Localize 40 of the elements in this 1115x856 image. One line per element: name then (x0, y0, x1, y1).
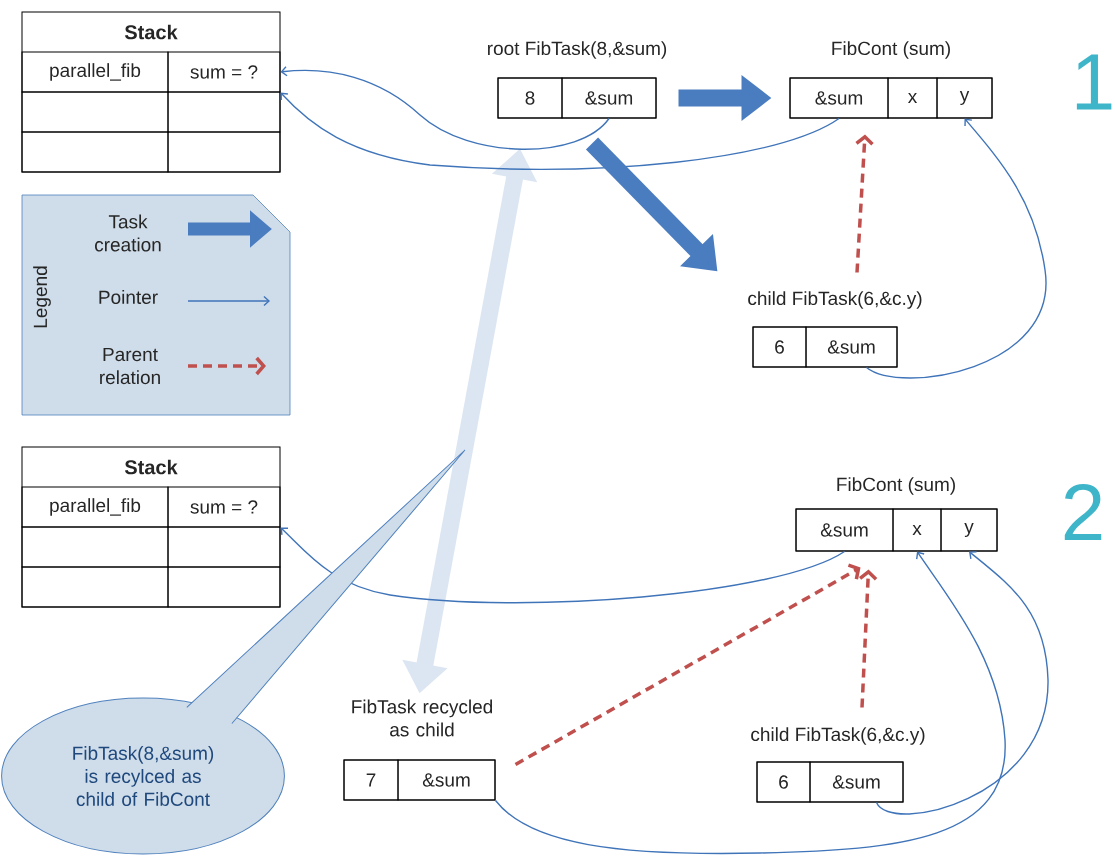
arrow (280, 66, 610, 150)
field-cell: 8 (497, 77, 563, 119)
field-cell: 6 (756, 761, 811, 803)
field-cell: 7 (343, 759, 399, 801)
arrow (494, 551, 1006, 855)
field-cell: y (936, 77, 993, 119)
field-cell: x (892, 508, 942, 552)
field-cell: 6 (752, 326, 807, 368)
field-cell: &sum (789, 77, 889, 119)
arrow (865, 118, 1046, 379)
field-cell: &sum (805, 326, 898, 368)
node-label: FibCont (sum) (837, 477, 955, 495)
dashed-arrow (514, 563, 861, 767)
legend-label: Pointer (99, 290, 158, 304)
step-number: 1 (1076, 54, 1112, 110)
field-cell: sum = ? (167, 51, 281, 93)
field-cell: y (940, 508, 998, 552)
node-label: child FibTask(6,&c.y) (748, 291, 922, 309)
legend-title: Legend (33, 266, 51, 328)
legend-label: Task creation (95, 214, 161, 252)
field-cell: parallel_fib (21, 486, 169, 528)
field-cell: &sum (795, 508, 894, 552)
step-number: 2 (1064, 484, 1102, 540)
node-label: root FibTask(8,&sum) (487, 41, 667, 59)
callout-bubble: FibTask(8,&sum) is recylced as child of FibCont (1, 697, 285, 855)
field-cell: sum = ? (167, 486, 281, 528)
node-label: FibCont (sum) (832, 41, 950, 59)
dashed-arrow (859, 569, 878, 708)
field-cell: parallel_fib (21, 51, 169, 93)
field-cell: &sum (561, 77, 657, 119)
legend-label: Parent relation (100, 347, 160, 385)
arrow (280, 527, 846, 604)
node-label: child FibTask(6,&c.y) (751, 727, 925, 745)
arrow (280, 92, 840, 170)
field-cell: &sum (809, 761, 904, 803)
node-label: FibTask recycled as child (352, 699, 493, 737)
field-cell: x (887, 77, 938, 119)
field-cell: &sum (397, 759, 496, 801)
dashed-arrow (855, 134, 874, 273)
arrow (875, 551, 1049, 815)
